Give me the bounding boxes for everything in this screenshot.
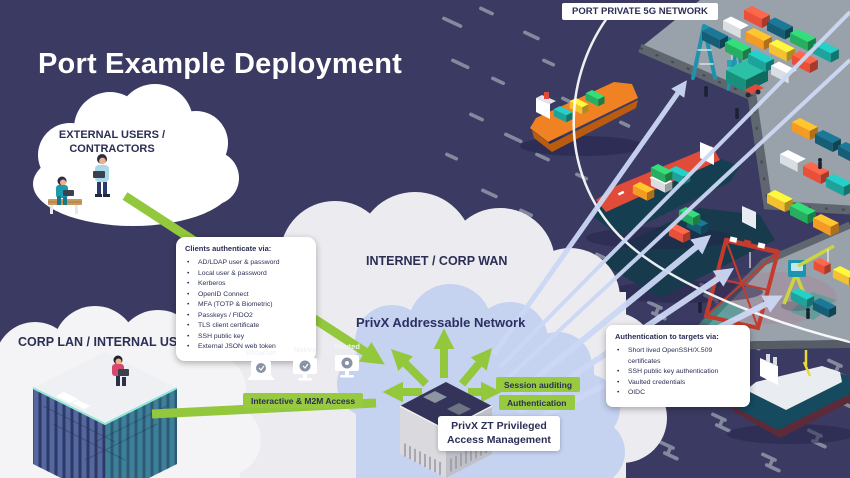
privx-network-label: PrivX Addressable Network [356,315,526,330]
pam-label: PrivX ZT Privileged Access Management [438,416,560,452]
list-item: Local user & password [185,269,307,280]
supply-ship [727,350,850,444]
target-auth-title: Authentication to targets via: [615,332,719,341]
list-item: OIDC [615,388,741,399]
native-label: Native [293,345,317,354]
list-item: SSH public key [185,332,307,343]
session-auditing-label: Session auditing [496,377,581,392]
list-item: Passkeys / FIDO2 [185,311,307,322]
routed-label: Routed [334,342,360,351]
browser-label: Browser [245,348,276,357]
list-item: External JSON web token [185,342,307,353]
client-auth-box: Clients authenticate via: AD/LDAP user &… [176,237,316,361]
list-item: Vaulted credentials [615,378,741,389]
page-title: Port Example Deployment [38,48,402,80]
internet-cloud-label: INTERNET / CORP WAN [366,254,508,268]
port-5g-network-label: PORT PRIVATE 5G NETWORK [562,3,718,20]
harbor-crane-icon [781,244,835,311]
list-item: TLS client certificate [185,321,307,332]
monitor-icon [335,355,359,378]
external-users-illustration [48,154,110,214]
external-cloud-shape [33,84,239,226]
interactive-m2m-label: Interactive & M2M Access [243,393,364,408]
laptop-icon [247,361,275,380]
list-item: SSH public key authentication [615,367,741,378]
corp-lan-cloud-label: CORP LAN / INTERNAL USERS [18,335,203,349]
target-auth-box: Authentication to targets via: Short liv… [606,325,750,407]
access-method-browser: Browser [240,348,282,387]
network-boundary-arc [572,13,850,344]
access-method-routed: Routed [326,342,368,383]
list-item: Short lived OpenSSH/X.509 certificates [615,346,741,367]
gantry-crane-icon [703,236,781,331]
external-users-cloud-label: EXTERNAL USERS / CONTRACTORS [58,129,166,155]
list-item: AD/LDAP user & password [185,258,307,269]
target-auth-list: Short lived OpenSSH/X.509 certificates S… [615,346,741,399]
list-item: MFA (TOTP & Biometric) [185,300,307,311]
client-auth-list: AD/LDAP user & password Local user & pas… [185,258,307,353]
list-item: OpenID Connect [185,290,307,301]
dock-workers [698,86,822,319]
client-auth-title: Clients authenticate via: [185,244,272,253]
monitor-icon [293,358,317,381]
access-method-native: Native [284,345,326,386]
authentication-label: Authentication [499,395,575,410]
list-item: Kerberos [185,279,307,290]
